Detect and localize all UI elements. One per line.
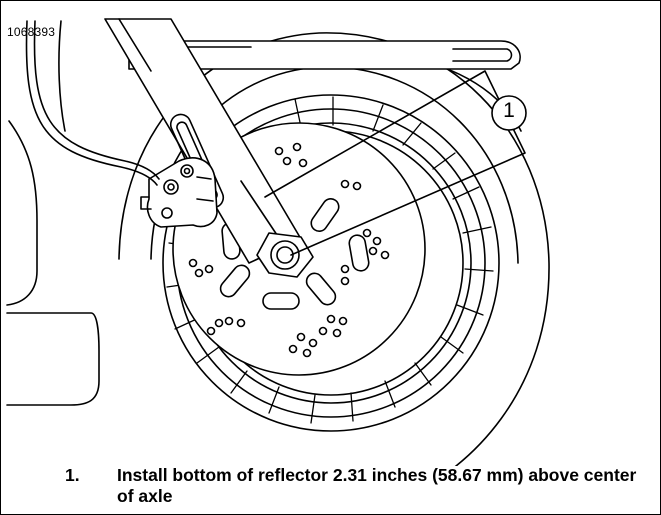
body-panel: [6, 120, 100, 406]
callout-number: 1: [503, 99, 515, 122]
legend-item-number: 1.: [65, 465, 80, 485]
legend-item-text: Install bottom of reflector 2.31 inches …: [117, 465, 637, 506]
figure-id-label: 1068393: [7, 25, 56, 39]
rim-spokes: [166, 96, 494, 424]
callout-circle: [491, 95, 527, 131]
brake-caliper: [140, 157, 218, 228]
axle: [256, 232, 314, 278]
brake-line: [25, 20, 160, 186]
front-wheel-illustration: [6, 18, 550, 466]
